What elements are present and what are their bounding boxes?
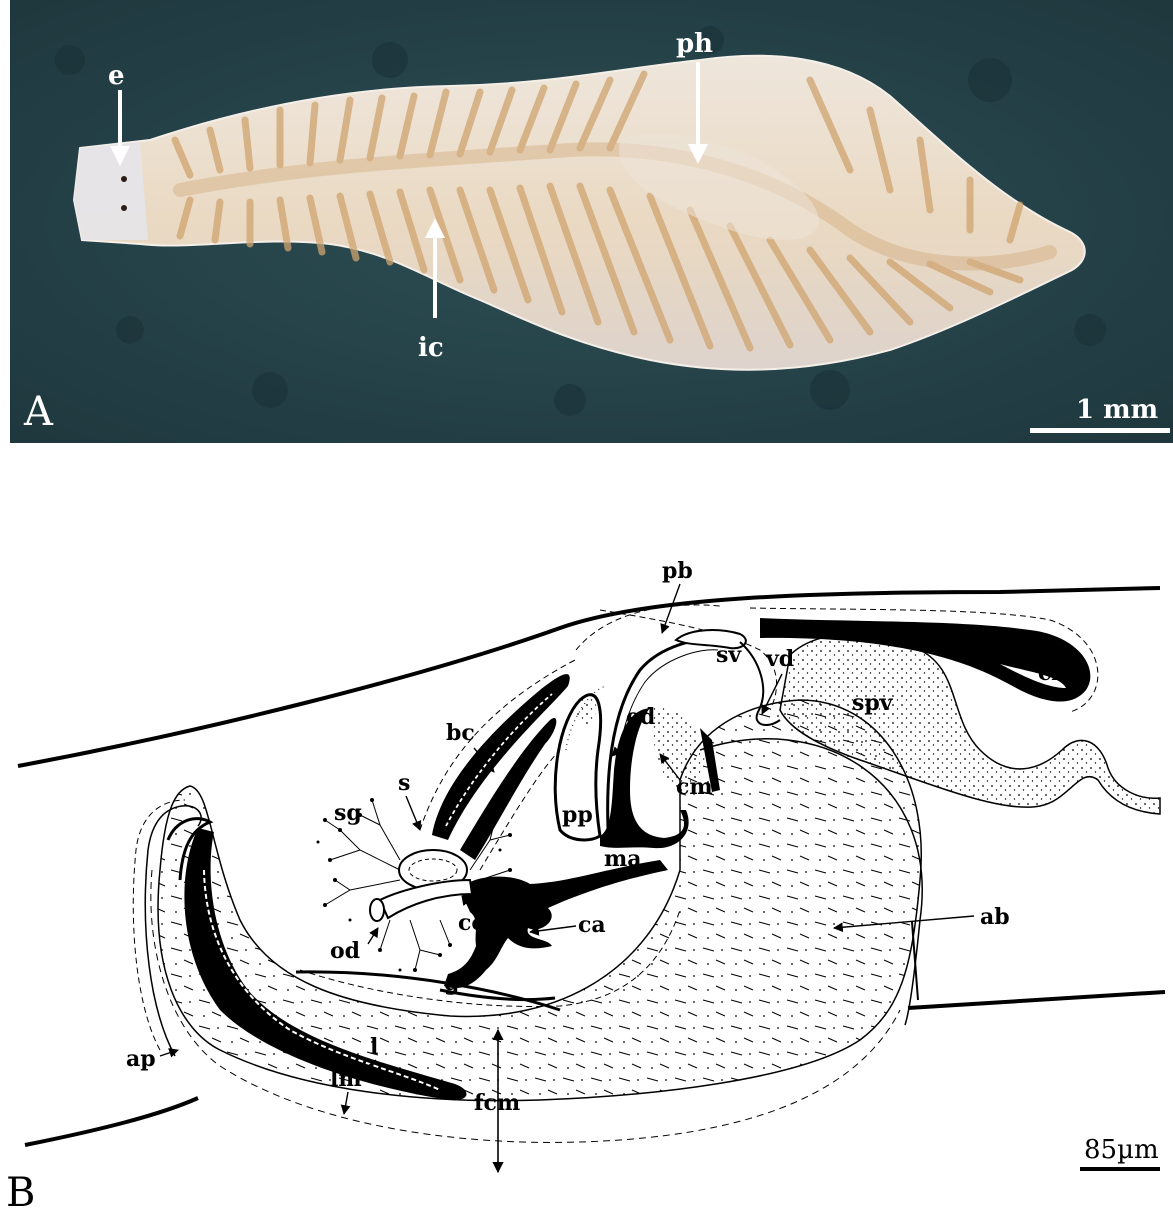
scale-bar-b xyxy=(1080,1167,1160,1171)
leader-od xyxy=(368,928,378,944)
label-spv: spv xyxy=(852,690,894,716)
label-ap: ap xyxy=(126,1046,156,1072)
panel-letter-b: B xyxy=(6,1170,35,1212)
oviduct-opening xyxy=(370,899,384,921)
photo-panel: e ph ic A 1 mm xyxy=(10,0,1173,443)
label-cb: cb xyxy=(1038,660,1067,686)
label-ed: ed xyxy=(626,704,655,730)
label-g: g xyxy=(444,970,459,996)
label-pp: pp xyxy=(562,802,593,828)
leader-lm xyxy=(344,1092,348,1114)
label-ca: ca xyxy=(578,912,606,938)
eye-spot xyxy=(121,176,127,182)
label-cod: cod xyxy=(458,910,501,936)
scale-label-b: 85µm xyxy=(1084,1135,1159,1165)
ventral-body-wall-right xyxy=(908,992,1165,1008)
label-pb: pb xyxy=(662,558,693,584)
label-e: e xyxy=(108,61,125,91)
label-ma: ma xyxy=(604,846,642,872)
label-ic: ic xyxy=(418,333,444,363)
anatomy-diagram: pb sv vd cb spv bc ed cm s sg pp ma cod … xyxy=(0,450,1173,1212)
label-s: s xyxy=(398,770,410,796)
label-l: l xyxy=(370,1034,378,1060)
label-cm: cm xyxy=(676,774,713,800)
label-fcm: fcm xyxy=(474,1090,520,1116)
label-sg: sg xyxy=(334,800,362,826)
ab-cut xyxy=(912,922,918,1000)
panel-letter-a: A xyxy=(23,389,54,435)
worm-head xyxy=(74,142,148,240)
scale-label-a: 1 mm xyxy=(1076,395,1158,425)
label-od: od xyxy=(330,938,360,964)
label-sv: sv xyxy=(716,642,742,668)
leader-pb xyxy=(662,584,680,633)
leader-s xyxy=(406,796,420,830)
label-lm: lm xyxy=(330,1066,362,1092)
label-ab: ab xyxy=(980,904,1010,930)
label-vd: vd xyxy=(765,646,794,672)
ventral-body-wall-left xyxy=(25,1098,198,1145)
scale-bar-a xyxy=(1030,428,1170,433)
eye-spot xyxy=(121,205,127,211)
label-ph: ph xyxy=(676,29,713,59)
label-bc: bc xyxy=(446,720,475,746)
